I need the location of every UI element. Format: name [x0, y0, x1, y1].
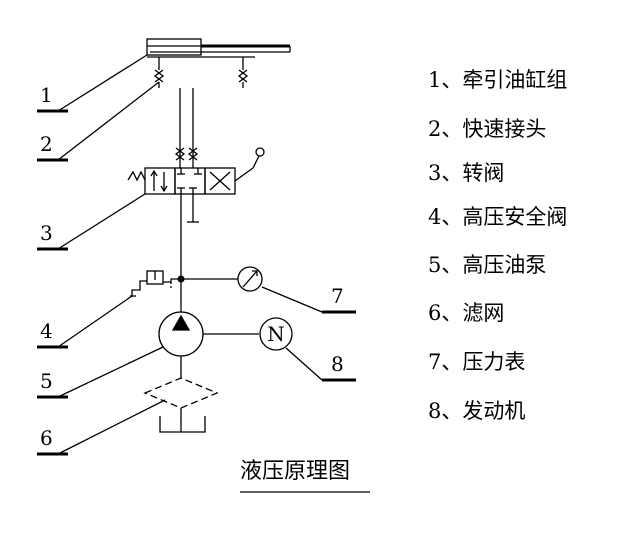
leader-lines: [37, 54, 356, 456]
engine: [259, 317, 293, 351]
quick-coupler-top: [153, 57, 249, 88]
label-1: 1: [40, 83, 53, 107]
legend-item-2: 2、快速接头: [428, 117, 546, 141]
legend-item-1: 1、牵引油缸组: [428, 68, 567, 92]
filter: [143, 377, 219, 433]
legend-item-7: 7、压力表: [428, 350, 525, 374]
engine-symbol: N: [267, 322, 285, 346]
quick-coupler-middle: [174, 147, 199, 168]
rotary-valve: [127, 147, 265, 195]
legend-item-3: 3、转阀: [428, 161, 504, 185]
label-3: 3: [40, 221, 53, 245]
pressure-gauge: [181, 266, 263, 292]
junction-dot: [177, 275, 185, 283]
legend-item-5: 5、高压油泵: [428, 253, 546, 277]
legend-item-6: 6、滤网: [428, 301, 504, 325]
diagram-caption: 液压原理图: [240, 459, 350, 484]
legend-item-8: 8、发动机: [428, 399, 525, 423]
label-8: 8: [331, 352, 344, 376]
valve-tank-return: [187, 194, 199, 223]
cylinder-lines: [179, 88, 194, 160]
legend-item-4: 4、高压安全阀: [428, 205, 567, 229]
hydraulic-pump: [158, 311, 259, 378]
label-6: 6: [40, 426, 53, 450]
label-4: 4: [40, 319, 53, 343]
label-7: 7: [331, 284, 344, 308]
relief-valve: [130, 270, 181, 297]
label-2: 2: [40, 132, 53, 156]
label-5: 5: [40, 369, 53, 393]
traction-cylinder-group: [146, 38, 291, 58]
